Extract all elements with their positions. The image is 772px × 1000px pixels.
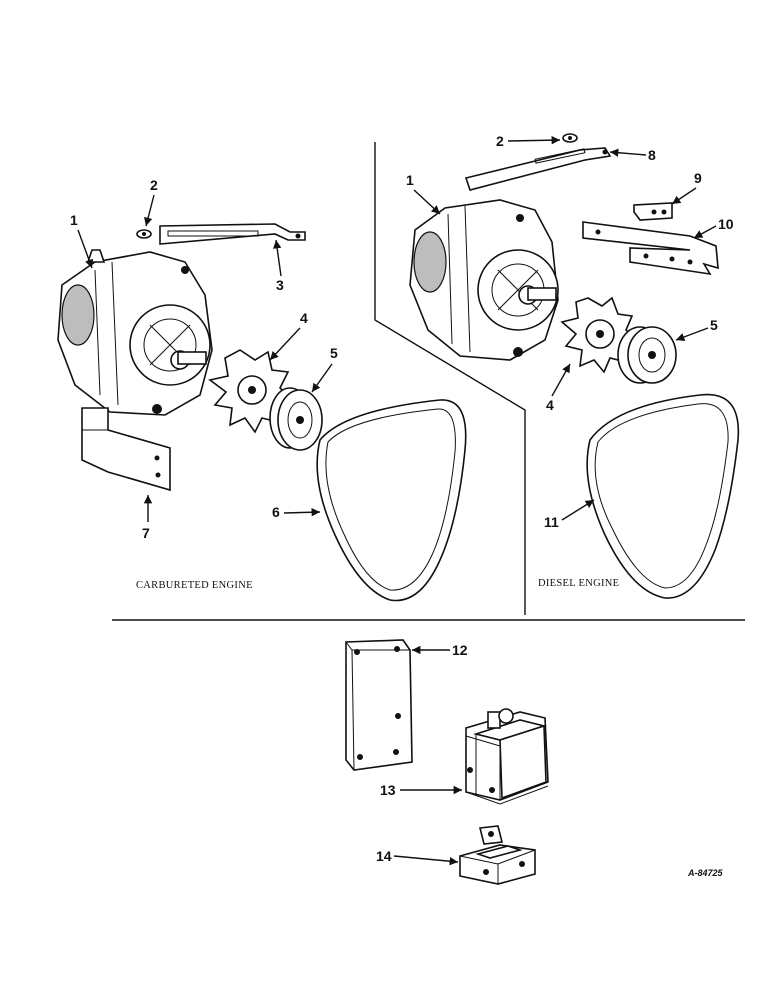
callout-6-left: 6 — [272, 504, 280, 520]
adjusting-brace-right — [464, 147, 612, 191]
callout-1-right: 1 — [406, 172, 414, 188]
callout-13: 13 — [380, 782, 396, 798]
caption-diesel-engine: DIESEL ENGINE — [538, 578, 619, 589]
belt-right — [586, 393, 740, 599]
callout-2-right: 2 — [496, 133, 504, 149]
voltage-regulator — [465, 708, 549, 805]
pulley-right — [617, 326, 677, 384]
belt-left — [316, 399, 467, 602]
mounting-plate — [345, 639, 413, 771]
callout-2-left: 2 — [150, 177, 158, 193]
washer-left — [136, 229, 152, 239]
callout-12: 12 — [452, 642, 468, 658]
callout-9-right: 9 — [694, 170, 702, 186]
callout-4-left: 4 — [300, 310, 308, 326]
spacer-block-right — [633, 202, 673, 221]
callout-4-right: 4 — [546, 397, 554, 413]
terminal-block — [459, 825, 536, 885]
alternator-left — [57, 249, 213, 416]
callout-8-right: 8 — [648, 147, 656, 163]
alternator-right — [409, 199, 559, 361]
callout-14: 14 — [376, 848, 392, 864]
pulley-left — [269, 387, 323, 451]
callouts-bottom: 12 13 14 — [376, 642, 468, 866]
caption-carbureted-engine: CARBURETED ENGINE — [136, 580, 253, 591]
drawing-reference-number: A-84725 — [687, 868, 724, 878]
callout-5-right: 5 — [710, 317, 718, 333]
divider-lines — [112, 142, 745, 621]
callout-1-left: 1 — [70, 212, 78, 228]
callout-3-left: 3 — [276, 277, 284, 293]
bracket-left — [81, 407, 171, 492]
adjusting-brace-left — [159, 223, 306, 245]
callout-11-right: 11 — [544, 514, 559, 530]
mounting-bracket-right — [582, 221, 719, 276]
washer-right — [562, 133, 578, 143]
callout-10-right: 10 — [718, 216, 734, 232]
callout-5-left: 5 — [330, 345, 338, 361]
callouts-right: 1 2 8 9 10 5 4 11 — [406, 133, 734, 530]
callouts-left: 1 2 3 4 5 6 7 — [70, 177, 338, 541]
callout-7-left: 7 — [142, 525, 150, 541]
